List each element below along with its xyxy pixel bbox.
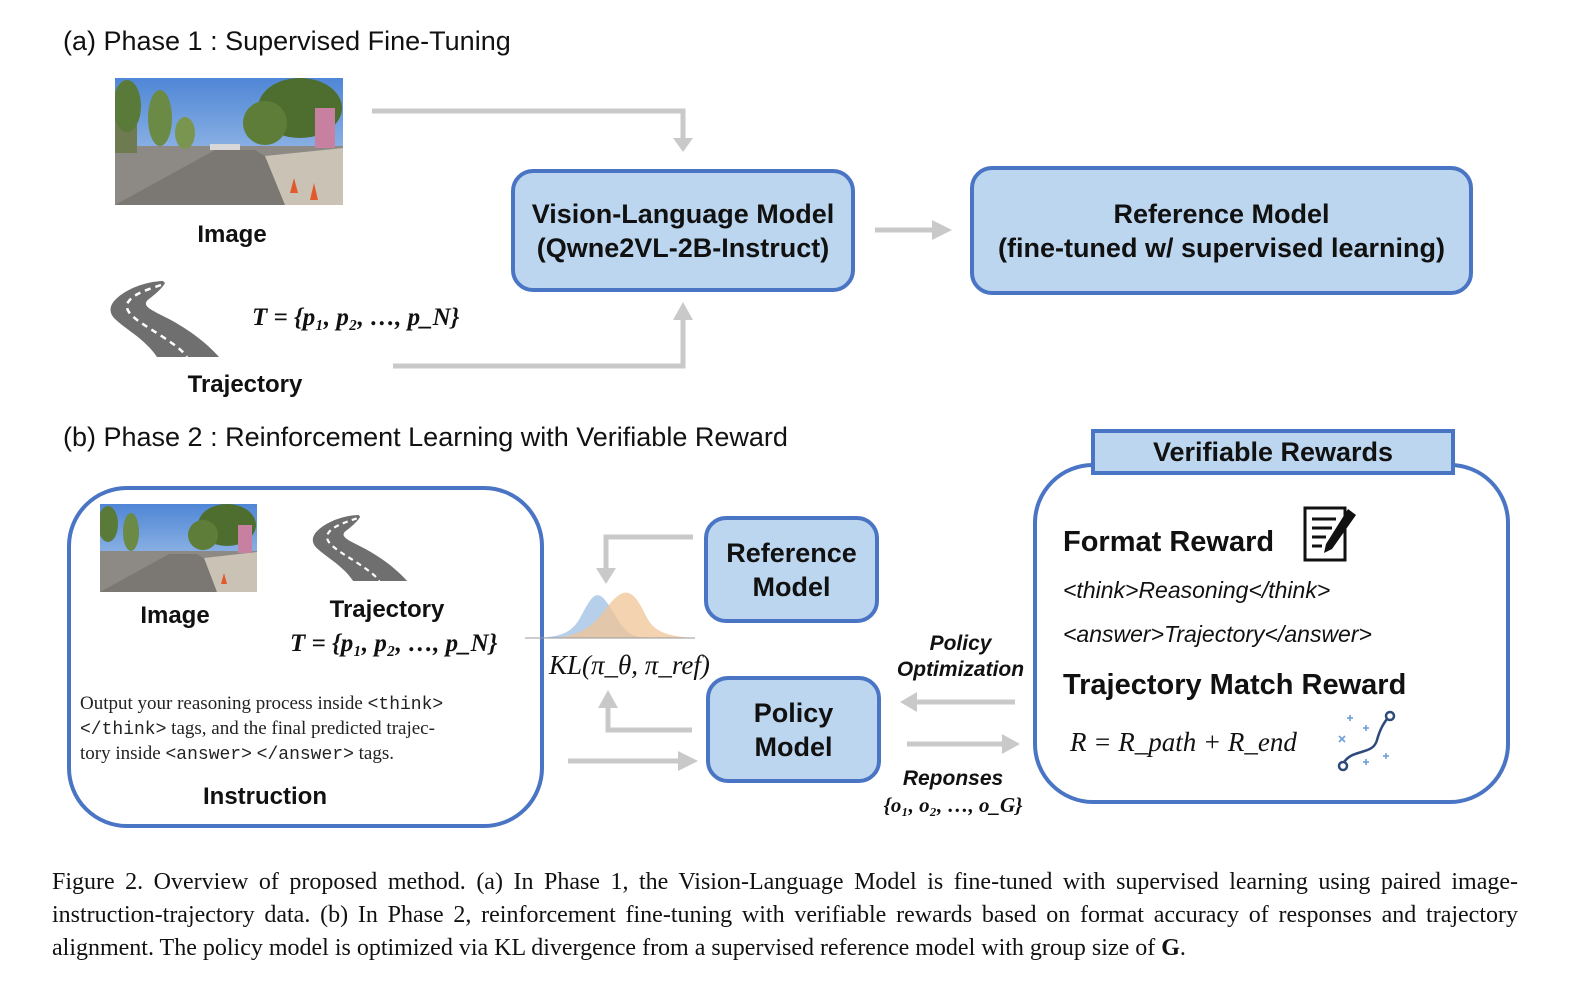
notepad-pencil-icon	[1302, 505, 1358, 565]
responses-label: Reponses {o₁, o₂, …, o_G}	[883, 767, 1023, 817]
policy-optimization-label: Policy Optimization	[896, 632, 1025, 681]
phase2-image-label: Image	[140, 602, 210, 629]
kl-divergence-label: KL(π_θ, π_ref)	[549, 650, 710, 680]
phase1-trajectory-formula: T = {p₁, p₂, …, p_N}	[252, 304, 460, 331]
trajectory-match-title: Trajectory Match Reward	[1063, 669, 1407, 701]
phase2-trajectory-label: Trajectory	[329, 596, 445, 623]
reference-model-box: Reference Model (fine-tuned w/ supervise…	[970, 166, 1473, 295]
reward-formula: R = R_path + R_end	[1070, 727, 1297, 757]
reference-line1: Reference Model	[1113, 198, 1330, 229]
verifiable-rewards-header: Verifiable Rewards	[1091, 429, 1455, 475]
vlm-line2: (Qwne2VL-2B-Instruct)	[536, 232, 830, 263]
road-icon	[105, 279, 220, 359]
policy-model-line1: Policy	[753, 697, 834, 728]
arrow-policy-to-kl	[605, 706, 692, 733]
phase1-title: (a) Phase 1 : Supervised Fine-Tuning	[63, 26, 511, 56]
street-image	[115, 78, 343, 205]
distribution-icon	[525, 570, 695, 642]
reference-line2: (fine-tuned w/ supervised learning)	[997, 232, 1446, 263]
format-answer-line: <answer>Trajectory</answer>	[1063, 621, 1372, 647]
phase1-trajectory-label: Trajectory	[187, 371, 303, 398]
instruction-text: Output your reasoning process inside <th…	[80, 693, 444, 765]
policy-model-box: Policy Model	[706, 676, 881, 783]
policy-model-line2: Model	[754, 731, 833, 762]
phase2-reference-model-box: Reference Model	[704, 516, 879, 623]
arrow-reference-to-kl	[603, 534, 693, 570]
ref-model-line2: Model	[752, 571, 831, 602]
vlm-line1: Vision-Language Model	[531, 198, 835, 229]
phase2-title: (b) Phase 2 : Reinforcement Learning wit…	[63, 422, 788, 452]
vision-language-model-box: Vision-Language Model (Qwne2VL-2B-Instru…	[511, 169, 855, 292]
road-icon	[308, 513, 408, 583]
path-plot-icon	[1333, 708, 1401, 774]
phase2-trajectory-formula: T = {p₁, p₂, …, p_N}	[290, 630, 498, 657]
street-image-small	[100, 504, 257, 592]
format-think-line: <think>Reasoning</think>	[1063, 577, 1331, 603]
arrow-image-to-vlm	[372, 108, 686, 140]
arrow-trajectory-to-vlm	[393, 318, 686, 369]
phase1-image-label: Image	[197, 221, 267, 248]
format-reward-title: Format Reward	[1063, 526, 1275, 558]
figure-caption: Figure 2. Overview of proposed method. (…	[52, 869, 1518, 961]
instruction-label: Instruction	[203, 783, 327, 810]
ref-model-line1: Reference	[726, 537, 857, 568]
